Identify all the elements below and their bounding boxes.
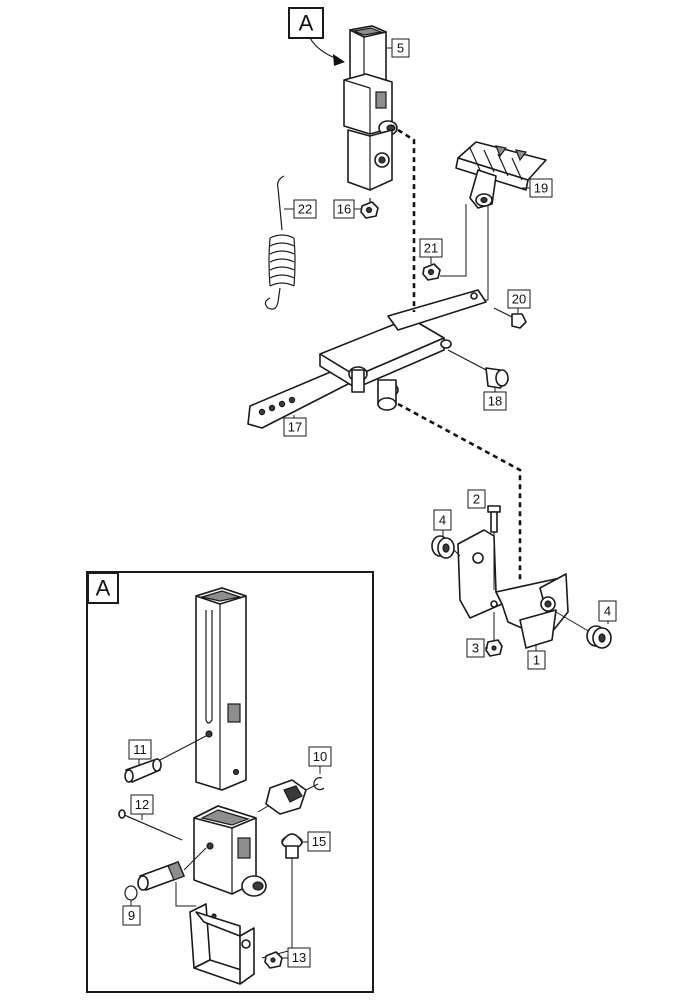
part-16-nut	[360, 201, 379, 219]
callout-3: 3	[466, 638, 488, 658]
callout-4-left: 4	[433, 509, 452, 536]
part-19-pedal	[455, 141, 547, 209]
callout-17-label: 17	[288, 420, 302, 435]
callout-3-label: 3	[472, 641, 479, 656]
part-17-linkage	[247, 289, 487, 429]
callout-4-right: 4	[598, 600, 617, 624]
callout-15: 15	[302, 831, 331, 852]
detail-collar	[193, 805, 267, 897]
callout-22-label: 22	[298, 202, 312, 217]
part-11-pin	[124, 735, 207, 783]
detail-a-inset-label: A	[96, 576, 111, 601]
callout-12-label: 12	[135, 797, 149, 812]
callout-20-label: 20	[512, 292, 526, 307]
callout-2-label: 2	[473, 492, 480, 507]
callout-19: 19	[522, 178, 553, 198]
arrow-head-icon	[333, 54, 345, 66]
callout-12: 12	[130, 794, 154, 820]
part-13-nut	[264, 951, 283, 969]
detail-a-inset: A 11	[86, 571, 374, 993]
callout-13-label: 13	[292, 950, 306, 965]
callout-15-label: 15	[312, 834, 326, 849]
callout-5: 5	[386, 38, 410, 58]
part-20-bolt	[493, 307, 527, 329]
part-21-nut	[422, 263, 441, 281]
callout-22: 22	[284, 199, 317, 219]
part-2-bolt	[487, 505, 501, 590]
callout-10: 10	[308, 746, 332, 774]
callout-10-label: 10	[313, 749, 327, 764]
callout-18: 18	[483, 388, 507, 411]
callout-1: 1	[527, 644, 546, 670]
callout-11: 11	[128, 739, 152, 766]
part-22-spring	[264, 175, 296, 310]
callout-2: 2	[467, 489, 486, 509]
callout-4-left-label: 4	[439, 513, 446, 528]
callout-16: 16	[333, 199, 361, 219]
callout-18-label: 18	[488, 394, 502, 409]
part-1-bracket	[457, 529, 569, 649]
part-4-bushing-right	[555, 611, 612, 649]
callout-20: 20	[507, 289, 531, 313]
callout-4-right-label: 4	[604, 604, 611, 619]
part-10-clip	[305, 777, 325, 791]
callout-9-label: 9	[128, 908, 135, 923]
callout-1-label: 1	[533, 653, 540, 668]
callout-17: 17	[283, 415, 307, 437]
callout-5-label: 5	[397, 41, 404, 56]
callout-16-label: 16	[337, 202, 351, 217]
part-5-upper-column	[343, 25, 398, 206]
detail-a-marker: A	[288, 7, 345, 66]
part-4-bushing-left	[431, 535, 461, 559]
callout-13: 13	[282, 947, 311, 968]
callout-21: 21	[419, 238, 443, 264]
callout-9: 9	[122, 900, 141, 926]
callout-21-label: 21	[424, 241, 438, 256]
detail-cam-pin	[137, 847, 207, 891]
part-12-pin	[118, 809, 183, 841]
part-18-bolt	[447, 349, 509, 389]
callout-11-label: 11	[133, 742, 147, 757]
detail-lock-block	[257, 779, 307, 815]
detail-tube	[195, 587, 247, 791]
detail-u-bracket	[175, 882, 255, 985]
part-3-nut	[485, 612, 503, 657]
callout-19-label: 19	[534, 181, 548, 196]
detail-a-marker-label: A	[299, 11, 314, 36]
